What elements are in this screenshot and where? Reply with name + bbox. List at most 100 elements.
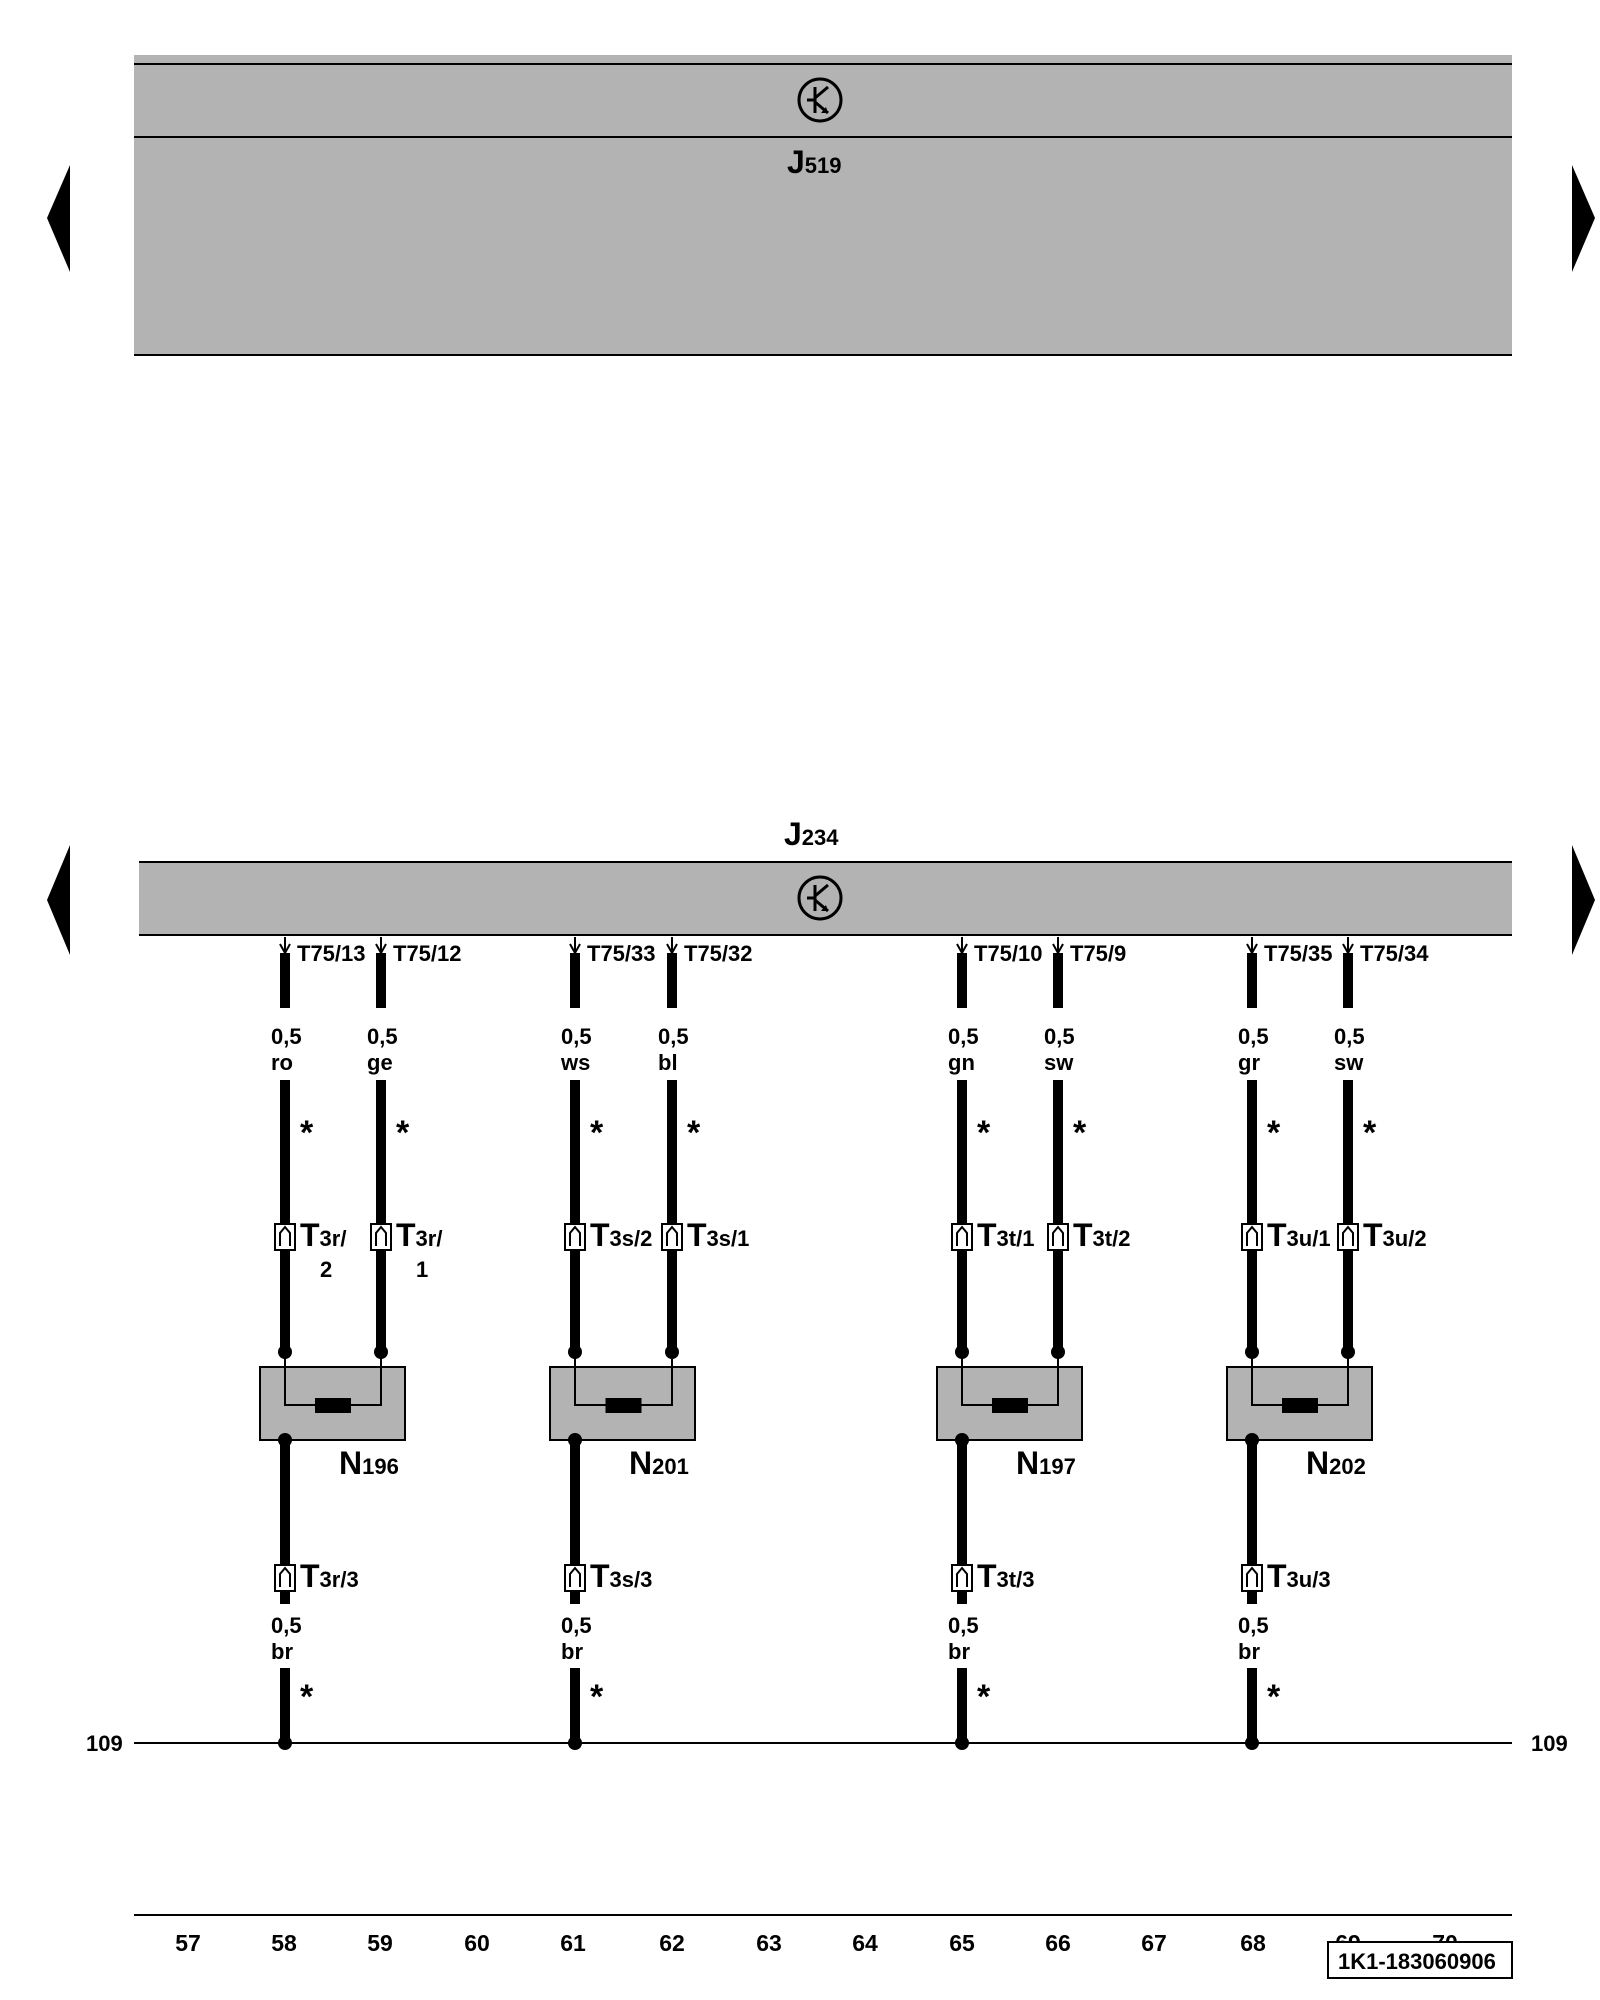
igniter-N196 [259, 1352, 406, 1441]
next-page-arrow-top[interactable] [1572, 165, 1595, 272]
igniter-circuit-N197: T75/100,5gn*T3t/1T75/90,5sw*T3t/2N197T3t… [936, 937, 1130, 1750]
igniter-N202 [1226, 1352, 1373, 1441]
next-page-arrow-bottom[interactable] [1572, 845, 1595, 955]
wire-marker: * [977, 1678, 991, 1716]
igniter-label: N202 [1306, 1445, 1366, 1481]
electronic-unit-icon [797, 875, 843, 921]
ecu-pin-label: T75/12 [393, 941, 462, 966]
electronic-unit-icon [797, 77, 843, 123]
ecu-pin-label: T75/33 [587, 941, 656, 966]
connector-label: T3s/2 [590, 1217, 652, 1253]
column-number: 61 [560, 1930, 586, 1956]
connector-label: T3r/ [396, 1217, 442, 1253]
connector-icon [661, 1223, 683, 1251]
wire-size: 0,5 [1238, 1613, 1269, 1638]
wire-size: 0,5 [561, 1024, 592, 1049]
ground-connector-label: T3u/3 [1267, 1558, 1331, 1594]
connector-label: T3t/1 [977, 1217, 1034, 1253]
wire-size: 0,5 [948, 1613, 979, 1638]
ecu-pin-label: T75/34 [1360, 941, 1429, 966]
connector-icon [1337, 1223, 1359, 1251]
igniter-label: N196 [339, 1445, 399, 1481]
column-number: 63 [756, 1930, 782, 1956]
wire-color: gr [1238, 1050, 1260, 1075]
ecu-pin-label: T75/13 [297, 941, 366, 966]
wire-color: br [561, 1639, 583, 1664]
column-number: 68 [1240, 1930, 1266, 1956]
document-number-box: 1K1-183060906 [1327, 1941, 1513, 1979]
wire-marker: * [977, 1114, 991, 1152]
connector-label: T3u/1 [1267, 1217, 1331, 1253]
ecu-pin-label: T75/32 [684, 941, 753, 966]
wire-color: ws [560, 1050, 590, 1075]
wire-marker: * [590, 1114, 604, 1152]
ecu-pin-label: T75/35 [1264, 941, 1333, 966]
column-numbers: 5758596061626364656667686970 [175, 1930, 1458, 1956]
connector-label: T3u/2 [1363, 1217, 1427, 1253]
column-number: 59 [367, 1930, 393, 1956]
heating-element-icon [1282, 1398, 1318, 1413]
connector-icon [951, 1564, 973, 1592]
control-unit-j234: J234 [139, 816, 1512, 936]
connector-label-line2: 1 [416, 1257, 428, 1282]
column-number: 66 [1045, 1930, 1071, 1956]
connector-label: T3s/1 [687, 1217, 749, 1253]
connector-icon [951, 1223, 973, 1251]
wire-color: sw [1044, 1050, 1074, 1075]
document-number: 1K1-183060906 [1338, 1949, 1496, 1974]
column-number: 64 [852, 1930, 878, 1956]
connector-icon [564, 1564, 586, 1592]
wire-marker: * [1267, 1678, 1281, 1716]
wire-marker: * [687, 1114, 701, 1152]
wire-size: 0,5 [658, 1024, 689, 1049]
column-number: 60 [464, 1930, 490, 1956]
wire-size: 0,5 [1238, 1024, 1269, 1049]
heating-element-icon [315, 1398, 351, 1413]
ecu-pin-label: T75/9 [1070, 941, 1126, 966]
igniter-N201 [549, 1352, 696, 1441]
connector-icon [564, 1223, 586, 1251]
igniter-circuit-N202: T75/350,5gr*T3u/1T75/340,5sw*T3u/2N202T3… [1226, 937, 1429, 1750]
connector-icon [274, 1564, 296, 1592]
connector-label-line2: 2 [320, 1257, 332, 1282]
prev-page-arrow-bottom[interactable] [47, 845, 70, 955]
prev-page-arrow-top[interactable] [47, 165, 70, 272]
wire-color: br [1238, 1639, 1260, 1664]
column-ruler: 5758596061626364656667686970 [134, 1914, 1512, 1956]
connector-icon [1241, 1564, 1263, 1592]
ground-connector-label: T3s/3 [590, 1558, 652, 1594]
heating-element-icon [992, 1398, 1028, 1413]
connector-icon [1047, 1223, 1069, 1251]
heating-element-icon [605, 1398, 642, 1413]
wire-marker: * [1073, 1114, 1087, 1152]
wire-marker: * [396, 1114, 410, 1152]
column-number: 65 [949, 1930, 975, 1956]
column-number: 62 [659, 1930, 685, 1956]
wire-color: sw [1334, 1050, 1364, 1075]
wire-size: 0,5 [561, 1613, 592, 1638]
ecu-main-label: J234 [784, 816, 839, 852]
connector-icon [370, 1223, 392, 1251]
ground-ref-right: 109 [1531, 1731, 1568, 1756]
connector-icon [1241, 1223, 1263, 1251]
connector-icon [274, 1223, 296, 1251]
wire-size: 0,5 [271, 1024, 302, 1049]
control-unit-j519: J519 [134, 55, 1512, 356]
column-number: 57 [175, 1930, 201, 1956]
igniter-N197 [936, 1352, 1083, 1441]
wire-marker: * [300, 1114, 314, 1152]
wire-size: 0,5 [367, 1024, 398, 1049]
ground-connector-label: T3r/3 [300, 1558, 359, 1594]
wire-size: 0,5 [271, 1613, 302, 1638]
ecu-top-label: J519 [787, 144, 842, 180]
igniter-label: N201 [629, 1445, 689, 1481]
wire-color: br [948, 1639, 970, 1664]
igniter-circuit-N201: T75/330,5ws*T3s/2T75/320,5bl*T3s/1N201T3… [549, 937, 753, 1750]
wire-color: bl [658, 1050, 678, 1075]
wire-size: 0,5 [948, 1024, 979, 1049]
column-number: 67 [1141, 1930, 1167, 1956]
wire-size: 0,5 [1044, 1024, 1075, 1049]
wire-marker: * [590, 1678, 604, 1716]
wire-color: gn [948, 1050, 975, 1075]
